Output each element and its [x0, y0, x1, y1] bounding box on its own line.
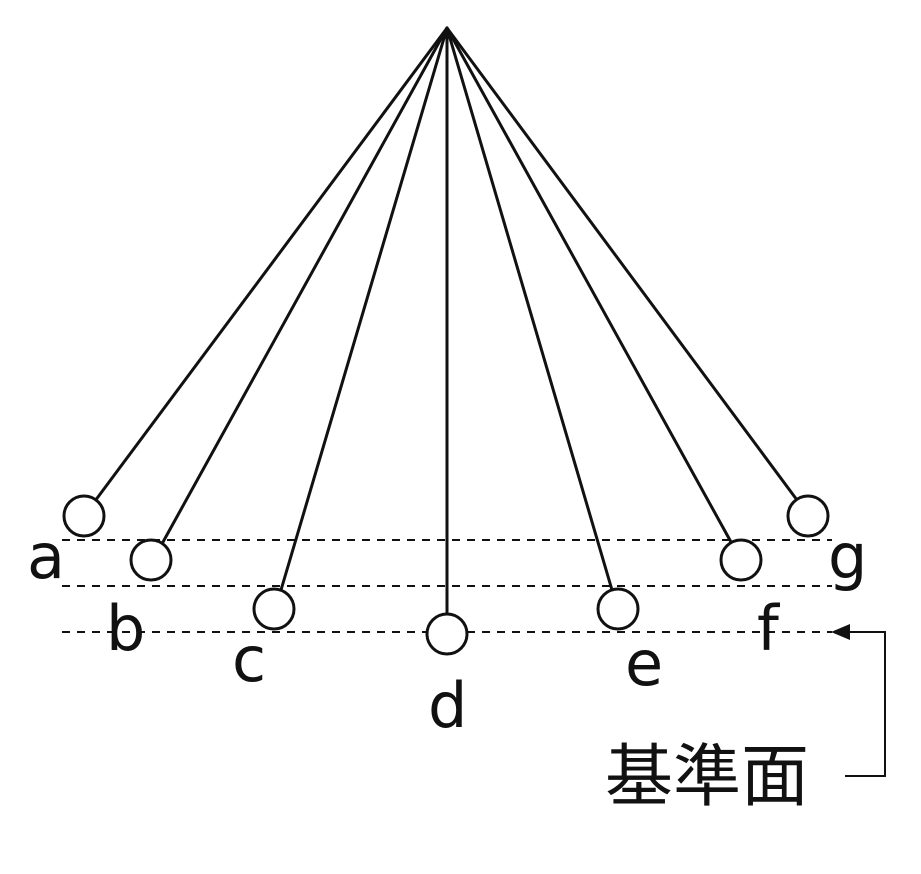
label-e: e: [625, 627, 663, 700]
reference-plane-label: 基準面: [605, 738, 809, 817]
string-g: [445, 26, 799, 502]
label-g: g: [828, 520, 867, 593]
string-a: [93, 26, 449, 503]
bob-d: [425, 612, 469, 656]
string-b: [161, 26, 449, 544]
label-c: c: [232, 623, 266, 696]
label-f: f: [757, 592, 781, 665]
bob-e: [596, 587, 640, 631]
bob-g: [786, 494, 830, 538]
bob-b: [129, 538, 173, 582]
string-e: [445, 26, 614, 592]
label-d: d: [428, 669, 467, 742]
label-b: b: [106, 592, 145, 665]
string-f: [445, 26, 733, 544]
label-a: a: [27, 520, 65, 593]
pendulum-strings: [93, 26, 799, 616]
string-c: [279, 26, 449, 592]
bob-a: [62, 494, 106, 538]
pendulum-bobs: [62, 494, 830, 656]
bob-f: [719, 538, 763, 582]
reference-pointer-line: [845, 631, 886, 777]
bob-c: [252, 587, 296, 631]
reference-pointer-arrowhead: [831, 624, 850, 640]
